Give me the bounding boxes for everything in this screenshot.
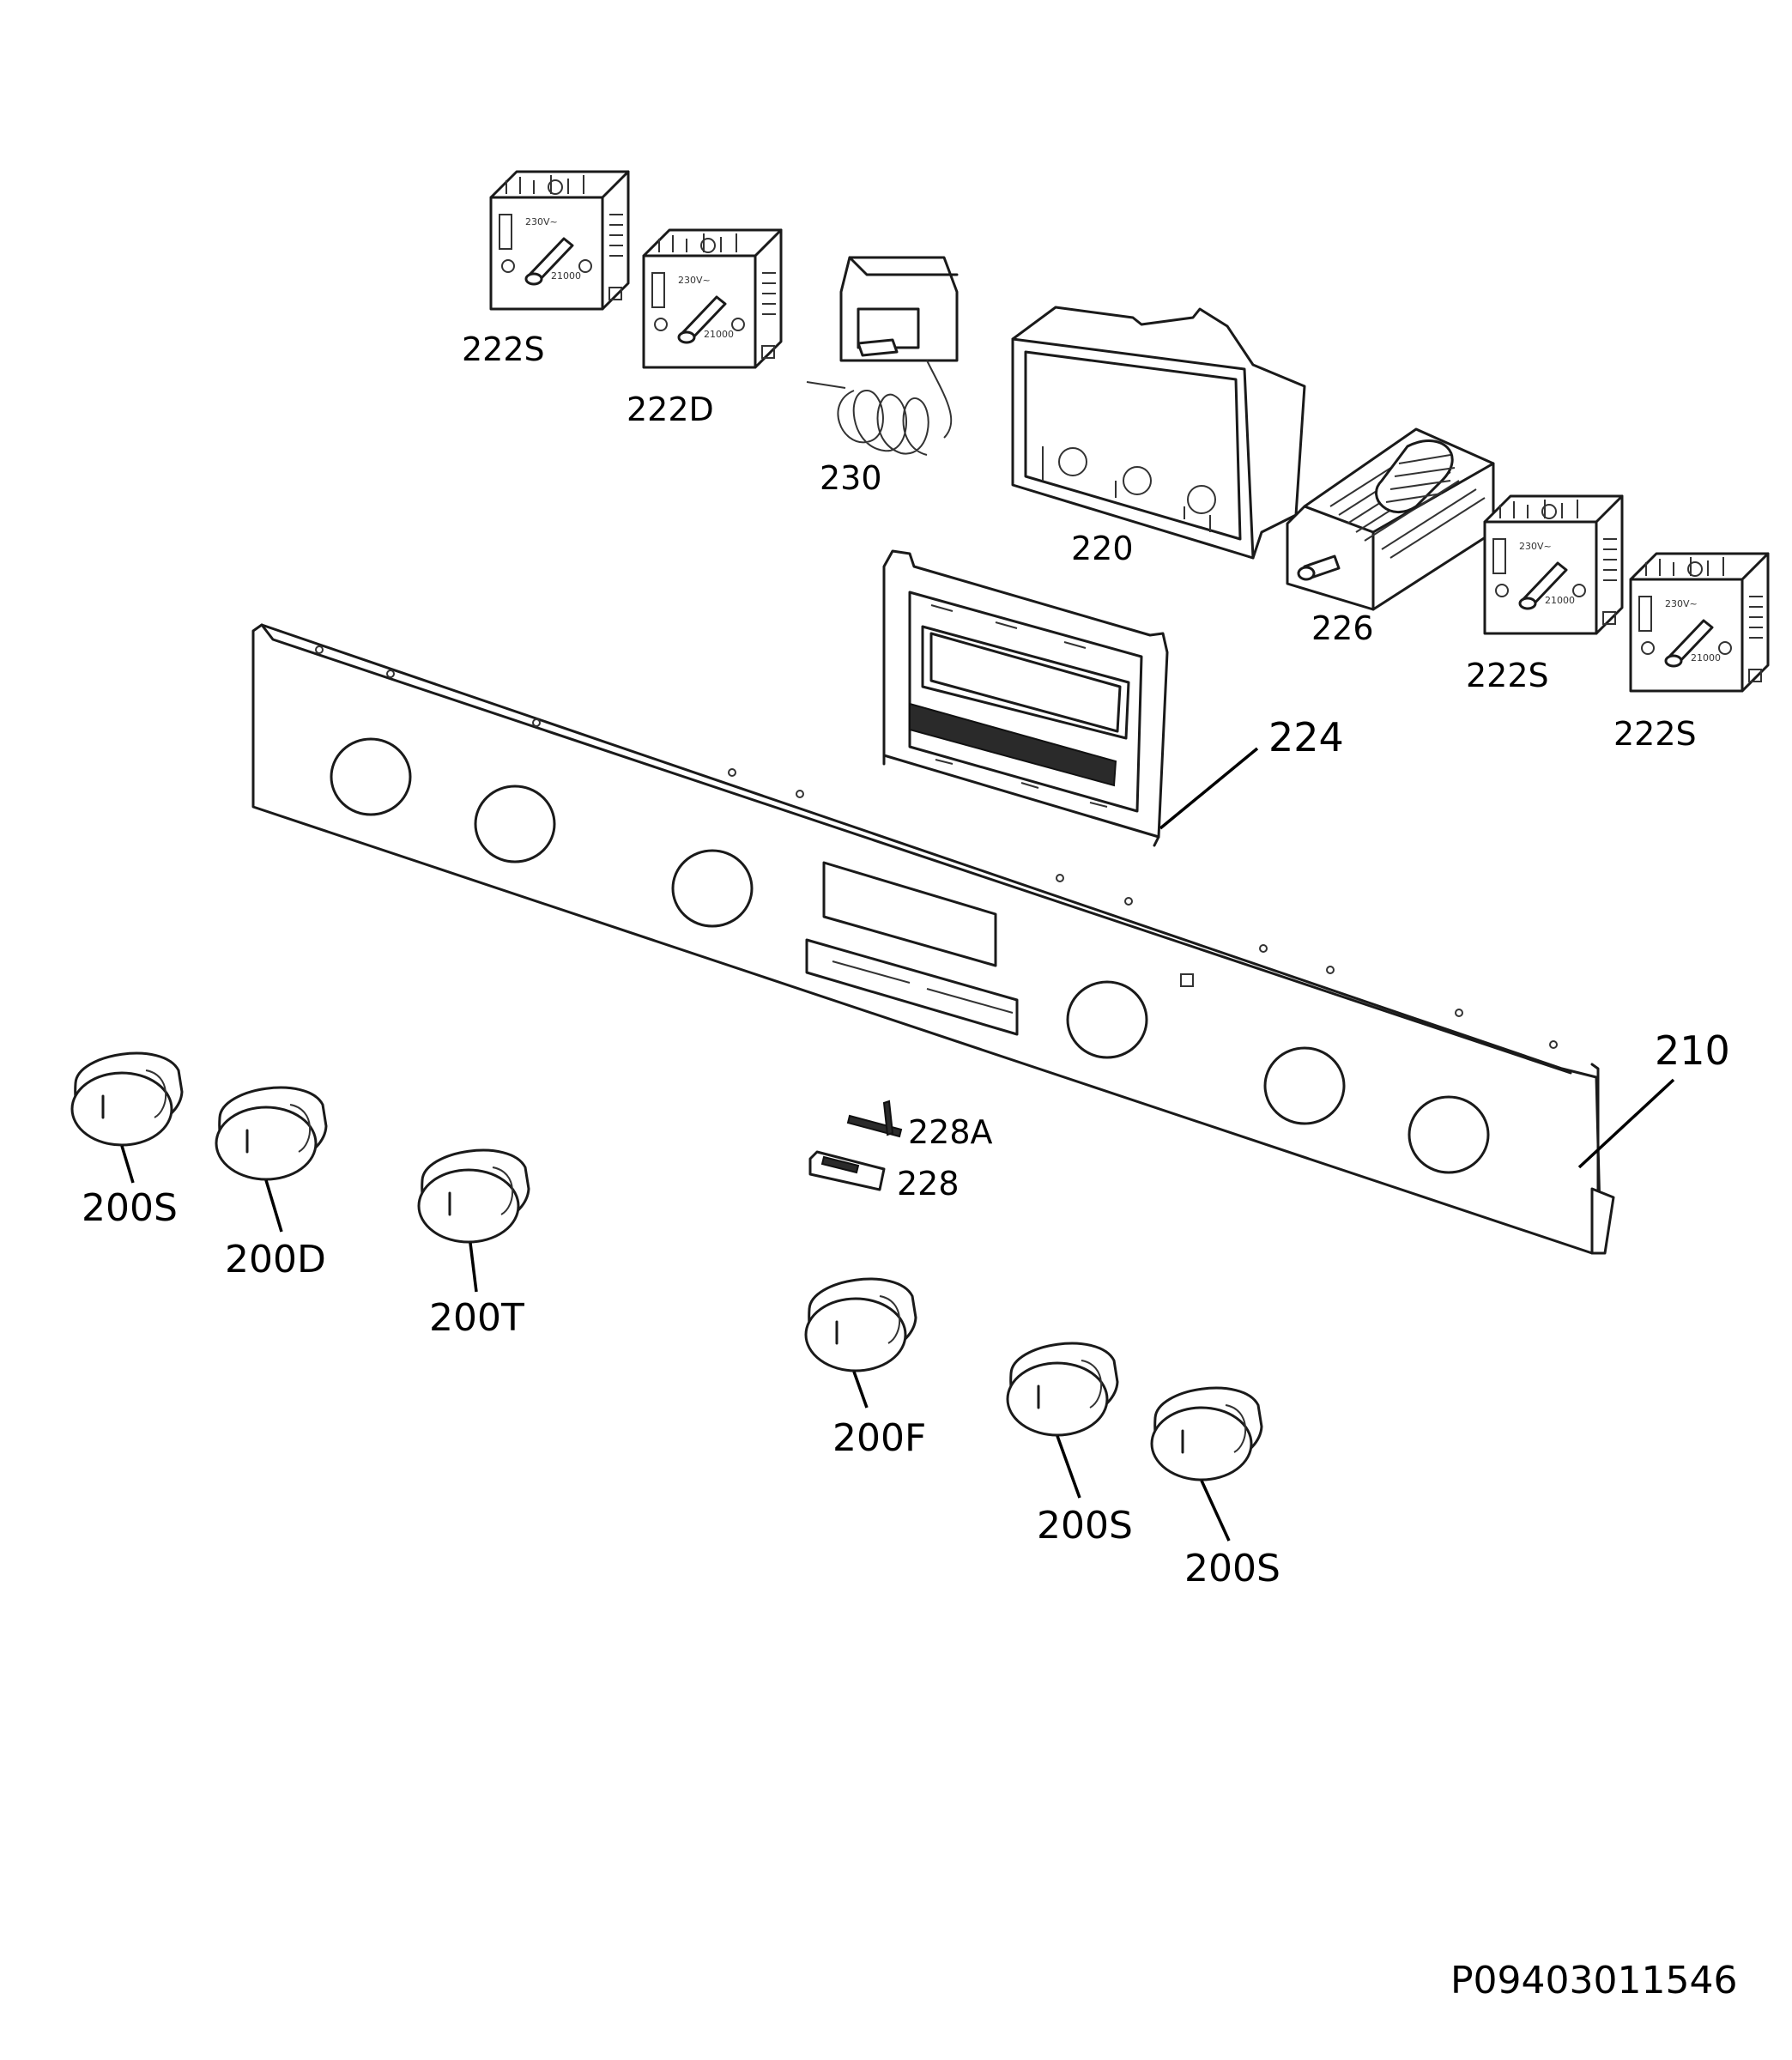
control-panel — [251, 623, 1615, 1255]
leader-knob-6 — [1200, 1480, 1231, 1542]
label-knob-6: 200S — [1184, 1547, 1280, 1590]
label-switch-right-1: 222S — [1466, 657, 1549, 694]
display-window — [822, 861, 997, 967]
leader-knob-2 — [264, 1179, 283, 1233]
energy-switch-right-1 — [1483, 494, 1624, 635]
button-slot — [805, 938, 1019, 1036]
label-knob-2: 200D — [225, 1238, 326, 1281]
knob-1 — [70, 1051, 184, 1147]
knob-6 — [1150, 1386, 1263, 1481]
label-panel: 210 — [1655, 1027, 1730, 1074]
label-switch-top-left: 222S — [462, 330, 545, 368]
label-thermostat: 230 — [820, 459, 882, 497]
label-button-pin: 228A — [908, 1113, 993, 1151]
display-module — [882, 549, 1169, 847]
leader-knob-3 — [469, 1242, 478, 1293]
electronics-housing — [1011, 306, 1306, 560]
knob-hole — [1408, 1095, 1490, 1174]
knob-hole — [1066, 980, 1148, 1059]
label-knob-3: 200T — [429, 1296, 524, 1340]
push-button — [808, 1150, 886, 1191]
knob-2 — [215, 1086, 328, 1181]
button-pin — [846, 1100, 903, 1138]
energy-switch-top-left — [489, 170, 630, 311]
label-switch-second: 222D — [627, 391, 714, 428]
energy-switch-second — [642, 228, 783, 369]
label-knob-4: 200F — [832, 1416, 926, 1460]
knob-hole — [330, 737, 412, 816]
label-selector: 226 — [1311, 609, 1374, 647]
label-knob-1: 200S — [82, 1186, 178, 1230]
thermostat-part — [806, 256, 959, 456]
leader-panel — [1577, 1078, 1675, 1169]
leader-knob-4 — [852, 1371, 869, 1409]
label-display: 224 — [1268, 714, 1344, 760]
label-button: 228 — [897, 1165, 960, 1203]
label-knob-5: 200S — [1037, 1504, 1133, 1548]
knob-hole — [474, 785, 556, 863]
energy-switch-right-2 — [1629, 552, 1770, 693]
knob-4 — [804, 1277, 917, 1372]
function-selector-switch — [1286, 427, 1495, 611]
leader-knob-1 — [120, 1145, 135, 1184]
label-housing: 220 — [1071, 530, 1134, 567]
knob-3 — [417, 1148, 530, 1244]
label-switch-right-2: 222S — [1613, 715, 1697, 753]
knob-5 — [1006, 1342, 1119, 1437]
leader-display — [1159, 747, 1259, 830]
knob-hole — [671, 849, 754, 928]
knob-hole — [1263, 1046, 1346, 1125]
leader-knob-5 — [1056, 1435, 1081, 1499]
reference-number: P09403011546 — [1450, 1959, 1737, 2002]
